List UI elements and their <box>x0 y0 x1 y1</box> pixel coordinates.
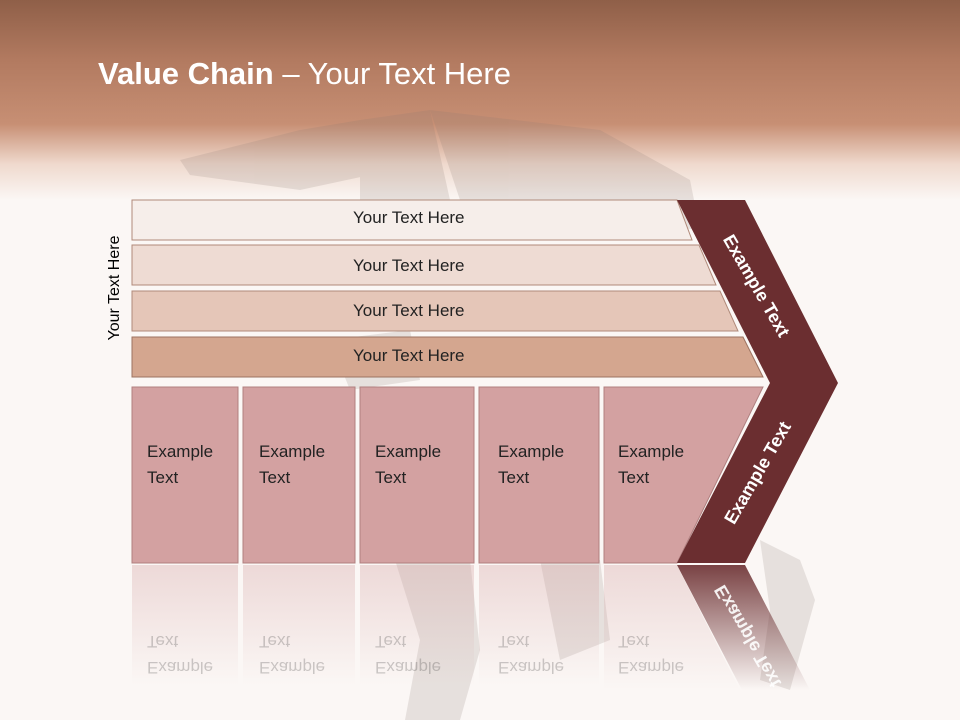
support-bar-1 <box>131 199 693 241</box>
support-bar-4 <box>131 336 764 378</box>
support-bar-3 <box>131 290 739 332</box>
header-band <box>0 0 960 200</box>
primary-column-3 <box>359 386 475 564</box>
chevron-reflection <box>677 565 810 690</box>
support-bar-2-label: Your Text Here <box>353 256 465 275</box>
margin-chevron <box>677 200 838 563</box>
primary-column-1 <box>131 386 239 564</box>
primary-column-4 <box>478 386 600 564</box>
slide-title: Value Chain – Your Text Here <box>98 56 511 91</box>
support-bar-3-label: Your Text Here <box>353 301 465 320</box>
primary-column-2 <box>242 386 356 564</box>
support-bar-2 <box>131 244 717 286</box>
support-bar-1-label: Your Text Here <box>353 208 465 227</box>
support-bar-4-label: Your Text Here <box>353 346 465 365</box>
